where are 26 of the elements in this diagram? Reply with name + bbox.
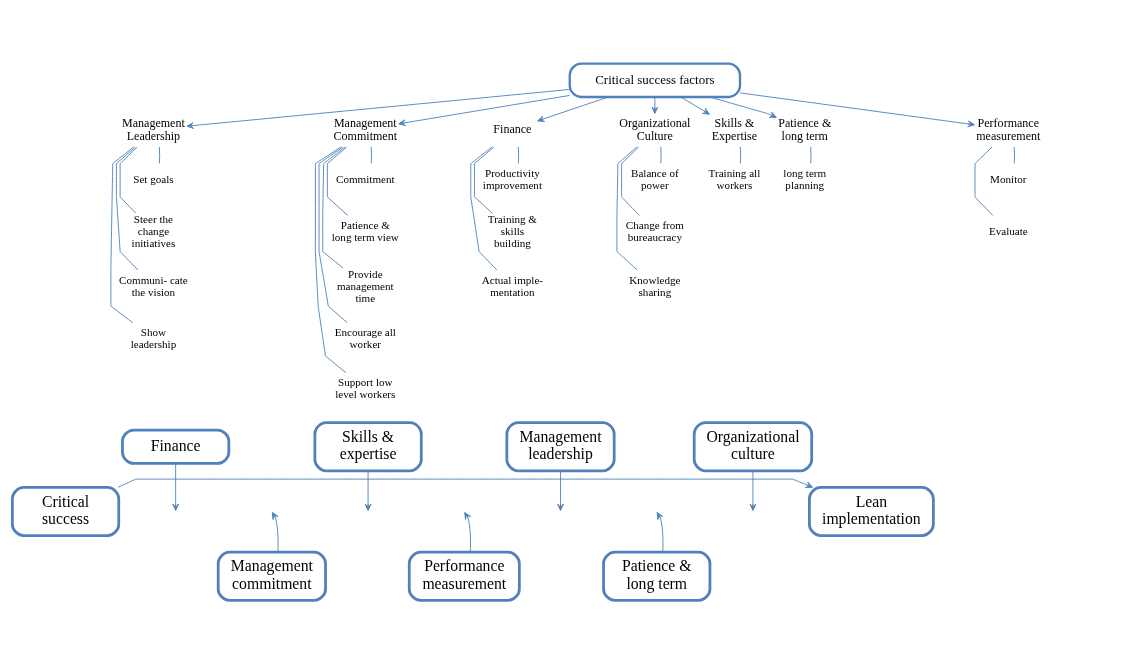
node-text: Encourage all worker [334, 325, 396, 350]
node-text: long term planning [783, 166, 827, 191]
node-text: Training all workers [708, 166, 761, 191]
node-text: Patience & long term [778, 115, 832, 143]
node-text: Actual imple- mentation [481, 273, 544, 298]
node-text: Show leadership [130, 325, 177, 350]
node-text: Set goals [133, 172, 174, 185]
node-text: Steer the change initiatives [131, 212, 176, 249]
node-text: Provide management time [336, 267, 394, 304]
node-text: Knowledge sharing [629, 273, 681, 298]
node-text: Performance measurement [976, 115, 1041, 143]
node-text: Management Leadership [122, 115, 185, 143]
node-text: Communi- cate the vision [119, 273, 188, 298]
node-text: Patience & long term view [331, 218, 399, 243]
node-text: Management Commitment [333, 115, 398, 143]
node-text: Monitor [990, 172, 1027, 185]
node-text: Change from bureaucracy [625, 218, 684, 243]
node-text: Commitment [336, 172, 395, 185]
node-text: Finance [493, 121, 532, 136]
node-text: Balance of power [631, 166, 679, 191]
node-text: Organizational Culture [619, 115, 691, 143]
node-text: Skills & Expertise [711, 115, 758, 143]
node-text: Productivity improvement [482, 166, 542, 191]
node-text: Evaluate [988, 224, 1028, 237]
node-text: Training & skills building [487, 212, 538, 249]
node-text: Support low level workers [335, 375, 396, 400]
